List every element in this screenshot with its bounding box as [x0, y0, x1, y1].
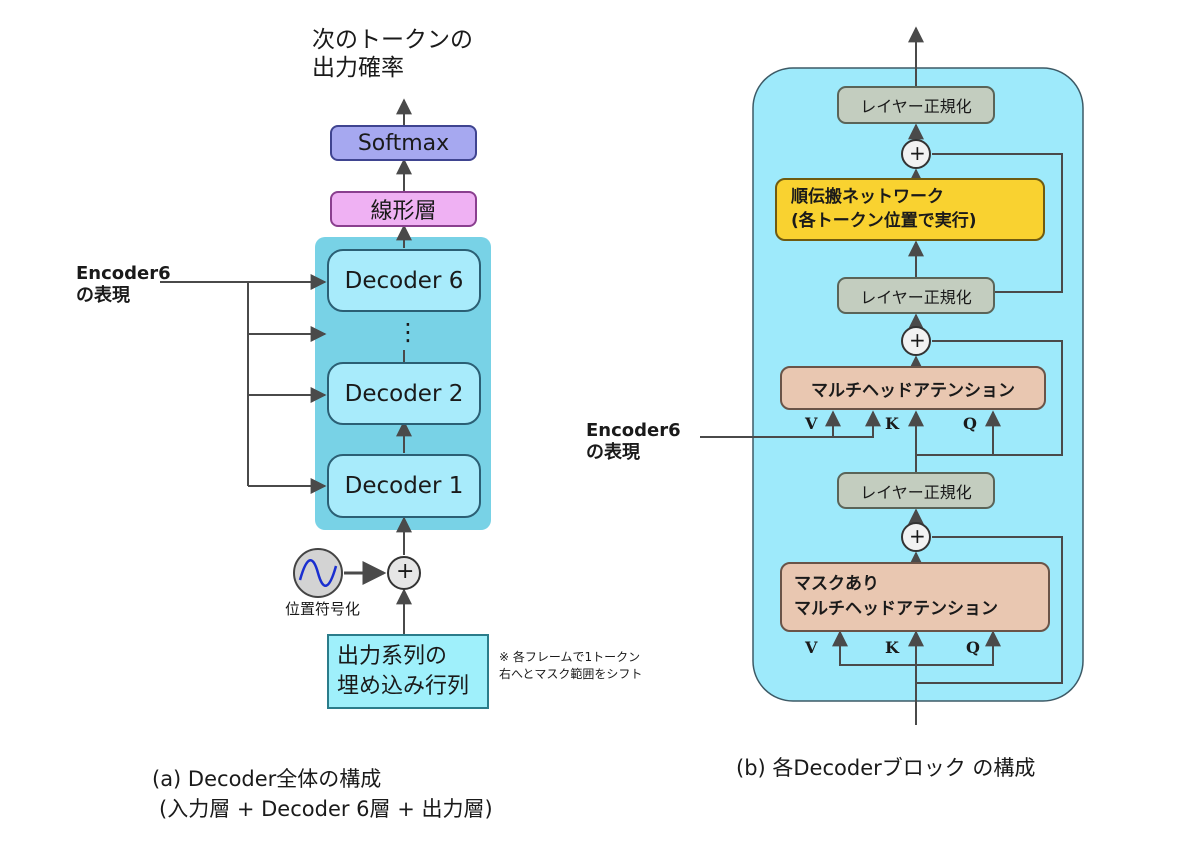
layer-norm-bottom: レイヤー正規化: [837, 472, 995, 509]
plus-sign-1: +: [909, 524, 926, 548]
ellipsis-vertical: ⋮: [396, 318, 420, 346]
cross-attention-box: マルチヘッドアテンション: [780, 366, 1046, 410]
plus-sign-2: +: [909, 328, 926, 352]
cross-attn-v-label: V: [805, 414, 818, 433]
sine-wave-icon: [293, 548, 343, 598]
decoder-1-box: Decoder 1: [327, 454, 481, 518]
plus-sign-3: +: [909, 141, 926, 165]
feed-forward-box: 順伝搬ネットワーク(各トークン位置で実行): [775, 178, 1045, 241]
softmax-box: Softmax: [330, 125, 477, 161]
add-circle-left: [387, 556, 421, 590]
shift-note: ※ 各フレームで1トークン右へとマスク範囲をシフト: [499, 650, 643, 682]
output-embedding-box: 出力系列の埋め込み行列: [327, 634, 489, 709]
decoder-2-box: Decoder 2: [327, 362, 481, 425]
decoder-6-box: Decoder 6: [327, 249, 481, 312]
add-circle-2: [901, 326, 931, 356]
caption-b: (b) 各Decoderブロック の構成: [736, 756, 1036, 780]
cross-attn-k-label: K: [885, 414, 899, 433]
add-circle-1: [901, 522, 931, 552]
output-prob-label: 次のトークンの出力確率: [312, 27, 473, 81]
add-circle-3: [901, 139, 931, 169]
masked-attn-k-label: K: [885, 638, 899, 657]
linear-layer-box: 線形層: [330, 191, 477, 227]
masked-attention-box: マスクありマルチヘッドアテンション: [780, 562, 1050, 632]
masked-attn-q-label: Q: [966, 638, 980, 657]
plus-sign-left: +: [396, 559, 415, 584]
layer-norm-top: レイヤー正規化: [837, 86, 995, 124]
cross-attn-q-label: Q: [963, 414, 977, 433]
layer-norm-middle: レイヤー正規化: [837, 277, 995, 314]
caption-a: (a) Decoder全体の構成(入力層 + Decoder 6層 + 出力層): [152, 767, 493, 822]
masked-attn-v-label: V: [805, 638, 818, 657]
positional-encoding-label: 位置符号化: [285, 600, 361, 618]
